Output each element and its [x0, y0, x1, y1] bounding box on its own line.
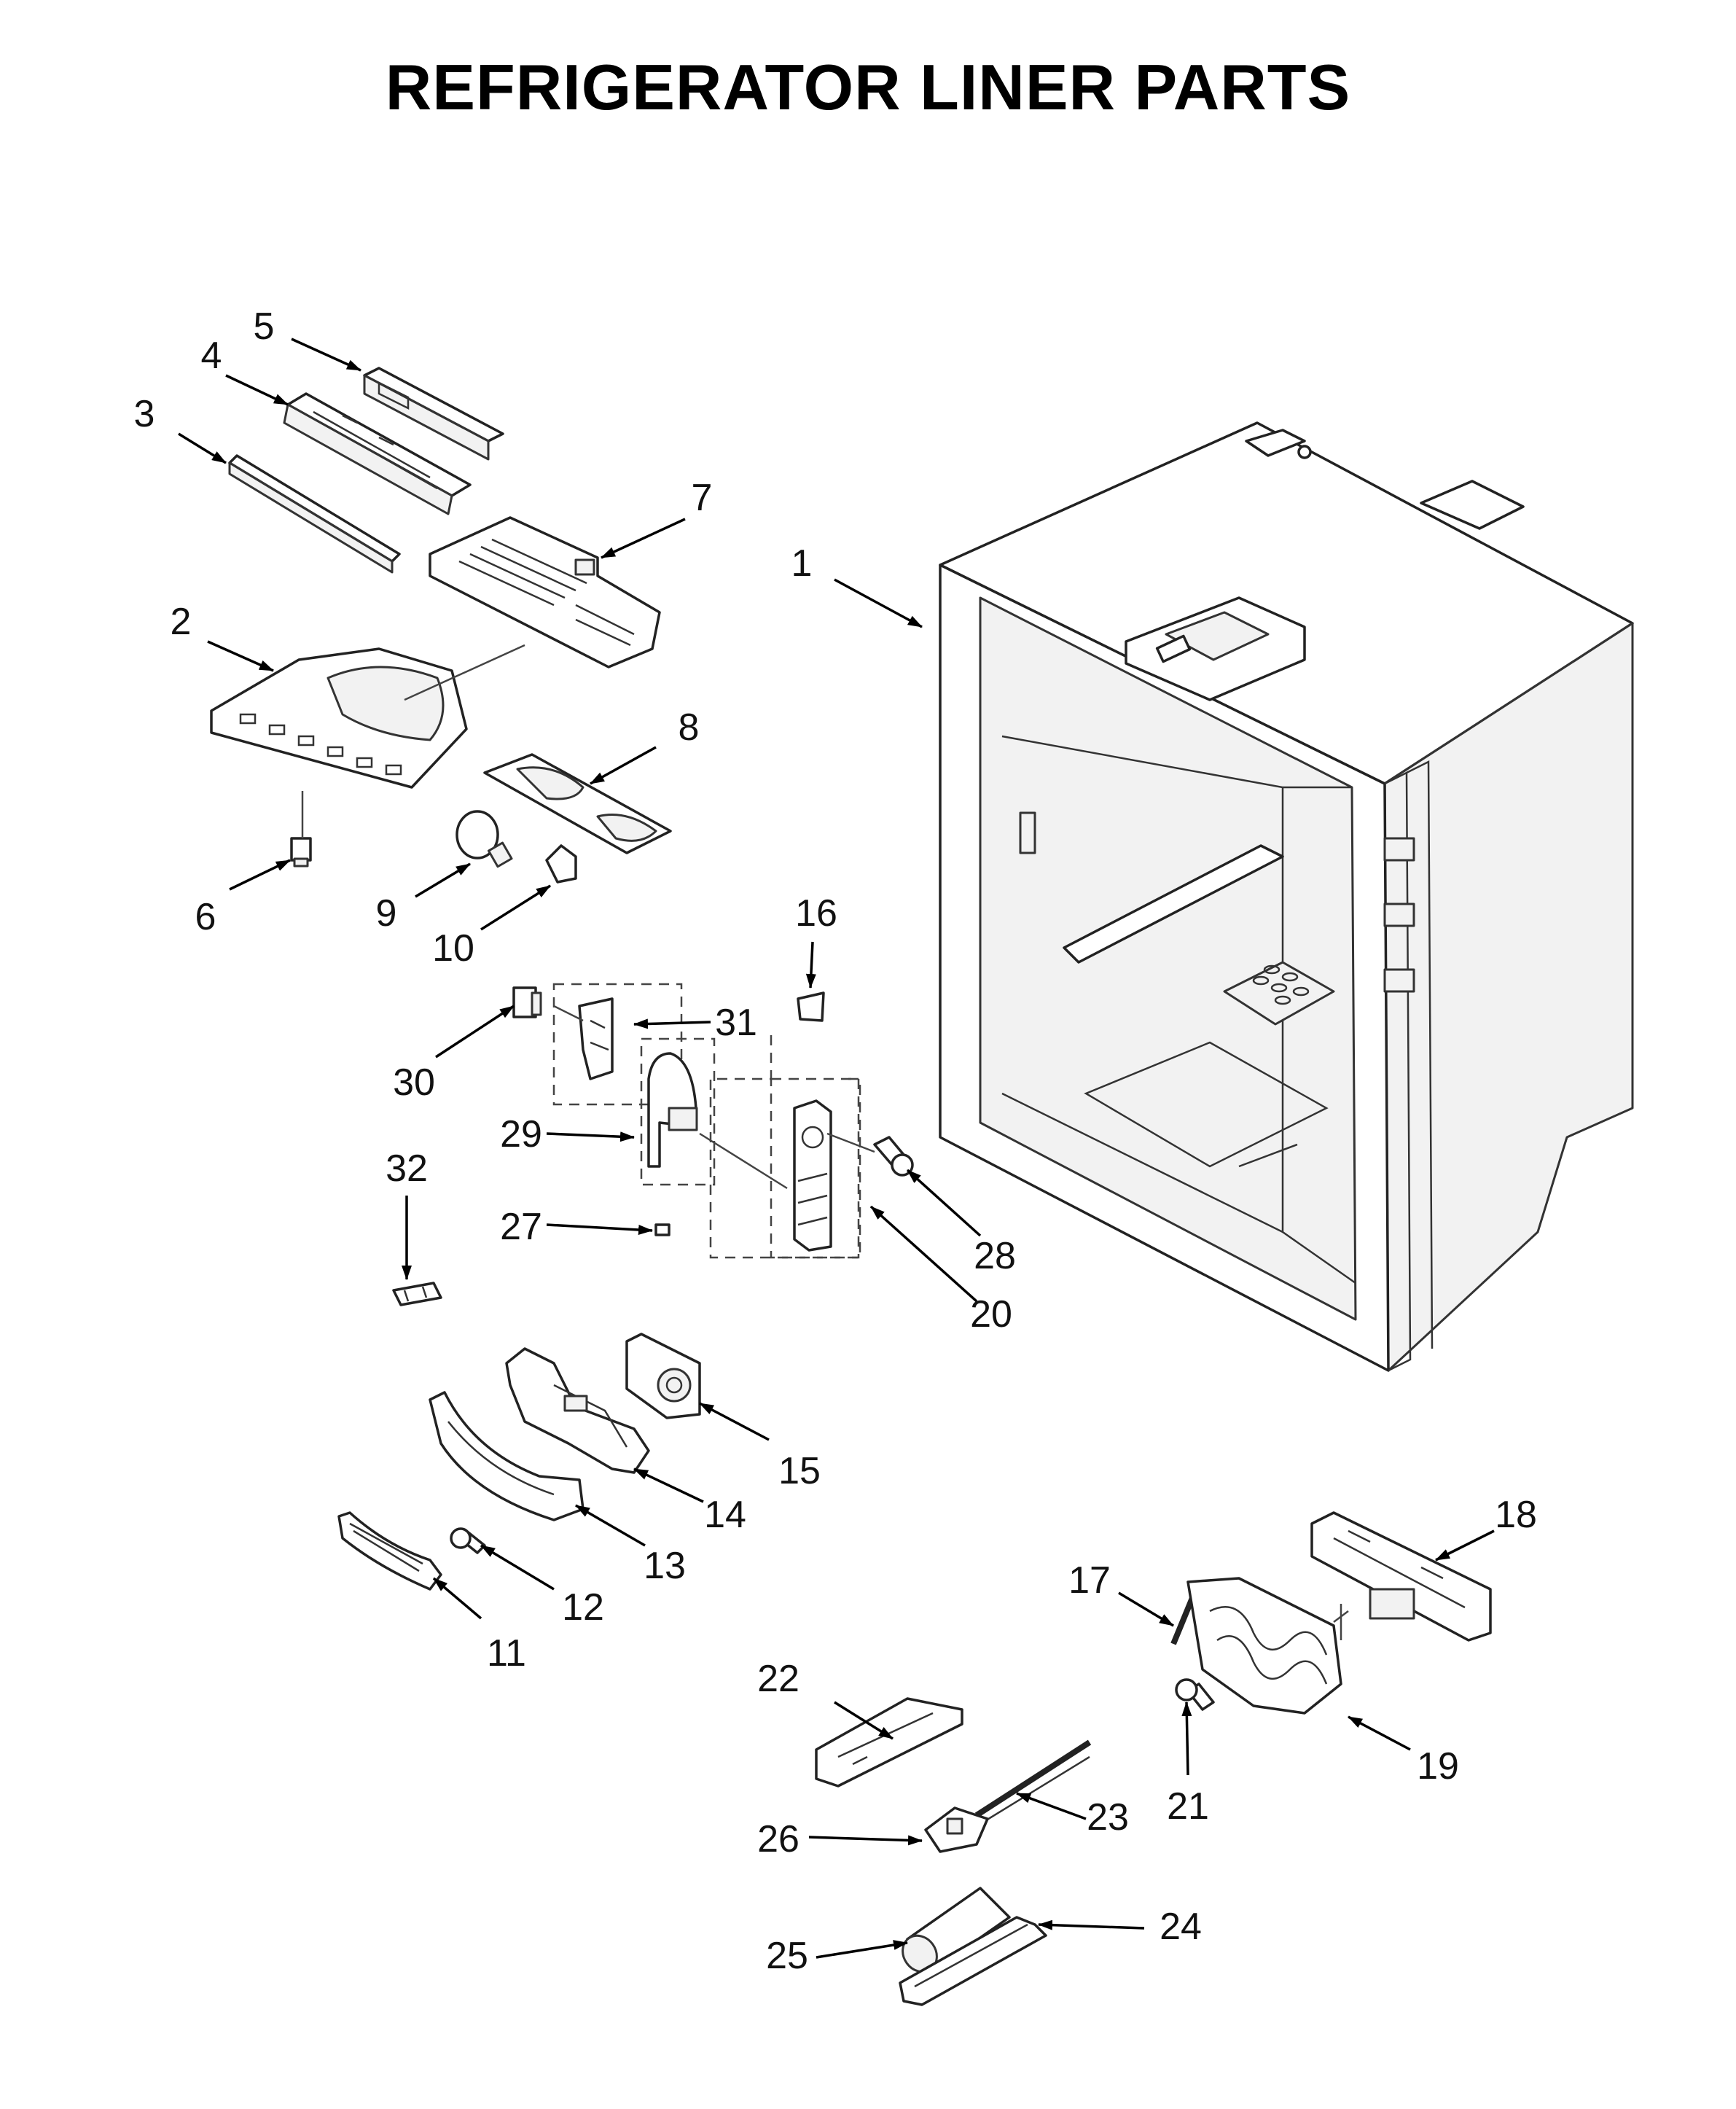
part-2-housing — [210, 647, 468, 789]
part-20-dispenser-cover — [709, 1035, 861, 1259]
callout-12: 12 — [562, 1586, 604, 1629]
part-8-light-housing — [483, 753, 672, 854]
part-19-heater — [1186, 1577, 1342, 1715]
part-5-bracket — [363, 367, 504, 461]
callout-28: 28 — [974, 1235, 1016, 1277]
callout-15: 15 — [778, 1450, 821, 1492]
part-31-bracket — [552, 983, 683, 1106]
callout-27: 27 — [500, 1206, 542, 1248]
connector-lines — [301, 644, 1349, 1640]
callout-24: 24 — [1160, 1906, 1202, 1948]
callout-10: 10 — [432, 927, 474, 970]
part-4-housing — [283, 392, 472, 515]
callout-13: 13 — [644, 1545, 686, 1587]
callout-4: 4 — [201, 335, 222, 377]
part-18-bracket — [1310, 1511, 1492, 1642]
part-9-bulb — [455, 810, 513, 868]
part-14-housing — [505, 1347, 650, 1474]
part-3-strip — [228, 454, 401, 574]
callout-9: 9 — [376, 892, 397, 935]
callout-11: 11 — [487, 1632, 526, 1675]
part-21-screw — [1175, 1678, 1215, 1711]
part-1-liner — [939, 421, 1634, 1372]
callout-31: 31 — [715, 1002, 757, 1044]
part-15-actuator — [625, 1333, 701, 1419]
callout-17: 17 — [1068, 1559, 1111, 1602]
part-22-bracket — [815, 1697, 963, 1788]
part-6-switch — [290, 837, 312, 868]
callout-21: 21 — [1167, 1785, 1209, 1828]
callout-14: 14 — [704, 1494, 746, 1536]
callout-30: 30 — [393, 1061, 435, 1104]
part-13-bezel — [429, 1391, 584, 1521]
part-30-switch — [512, 986, 542, 1018]
callout-23: 23 — [1087, 1796, 1129, 1839]
part-28-screw — [873, 1136, 914, 1177]
callout-29: 29 — [500, 1113, 542, 1155]
callout-8: 8 — [679, 706, 700, 749]
callout-20: 20 — [970, 1293, 1012, 1336]
callout-leaders — [178, 338, 1495, 1959]
part-10-socket — [545, 844, 577, 884]
part-12-screw — [450, 1527, 486, 1554]
callout-labels: 1 2 3 4 5 6 7 8 9 10 11 12 13 14 15 16 1… — [134, 305, 1537, 1977]
callout-22: 22 — [757, 1658, 799, 1700]
callout-16: 16 — [795, 892, 837, 935]
callout-7: 7 — [692, 477, 713, 519]
callout-6: 6 — [195, 896, 216, 938]
part-25-filter — [902, 1887, 1011, 1973]
part-32-clip — [392, 1282, 442, 1306]
callout-19: 19 — [1417, 1745, 1459, 1788]
callout-18: 18 — [1495, 1494, 1537, 1536]
part-23-tube — [974, 1739, 1092, 1828]
part-29-tube — [640, 1037, 716, 1186]
part-16-seal — [797, 991, 825, 1022]
part-27-clip — [654, 1223, 670, 1236]
callout-25: 25 — [766, 1935, 808, 1977]
callout-2: 2 — [171, 601, 192, 643]
callout-3: 3 — [134, 393, 155, 435]
callout-1: 1 — [791, 542, 813, 585]
part-11-trim — [337, 1511, 442, 1591]
part-26-fitting — [924, 1806, 989, 1853]
callout-5: 5 — [254, 305, 275, 348]
callout-26: 26 — [757, 1818, 799, 1860]
part-7-cover — [429, 516, 661, 668]
page-title: REFRIGERATOR LINER PARTS — [386, 51, 1351, 123]
callout-32: 32 — [386, 1147, 428, 1190]
part-24-filter-housing — [899, 1916, 1047, 2006]
